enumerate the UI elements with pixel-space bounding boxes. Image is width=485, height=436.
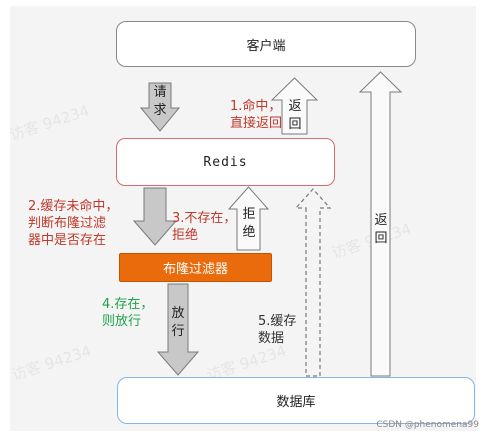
step3-label: 3.不存在，拒绝 [172,211,237,243]
return-arrow-label: 返回 [288,99,302,132]
step2-label: 2.缓存未命中，判断布隆过滤器中是否存在 [28,199,119,248]
allow-arrow [156,283,200,376]
allow-arrow-label: 放行 [171,306,185,339]
database-label: 数据库 [276,395,316,410]
redis-label: Redis [203,154,248,170]
bloom-filter-label: 布隆过滤器 [162,262,228,277]
client-node: 客户端 [116,21,416,67]
client-label: 客户端 [246,38,286,54]
step5-label: 5.缓存数据 [258,314,297,346]
credit-watermark: CSDN @phenomena99 [376,420,479,430]
request-arrow-label: 请求 [153,85,167,118]
request-arrow [139,82,181,132]
reject-arrow-label: 拒绝 [242,207,256,240]
return-arrow [270,77,319,135]
step1-label: 1.命中，直接返回 [230,99,283,131]
database-node: 数据库 [117,377,475,424]
miss-arrow [132,187,178,246]
long-return-arrow [358,71,403,377]
redis-node: Redis [116,138,335,186]
bloom-filter-node: 布隆过滤器 [119,253,272,282]
cache-write-arrow [294,188,332,377]
reject-arrow [227,186,270,251]
long-return-arrow-label: 返回 [374,213,388,246]
step4-label: 4.存在，则放行 [102,297,154,329]
